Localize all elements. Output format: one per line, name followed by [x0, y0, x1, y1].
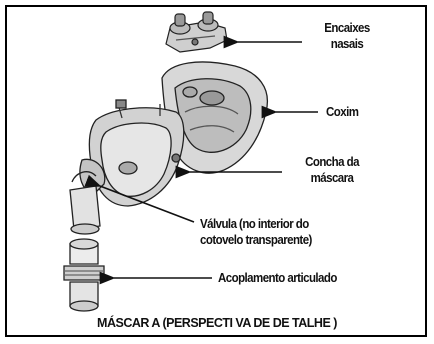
label-valve-line1: Válvula (no interior do — [200, 217, 309, 231]
label-mask-shell-line1: Concha da — [305, 155, 359, 169]
arrow-valve — [84, 174, 195, 223]
elbow-drawing — [69, 158, 106, 235]
label-nasal-inserts-line2: nasais — [330, 37, 364, 51]
label-nasal-inserts-line1: Encaixes — [324, 21, 370, 35]
mask-shell-drawing — [88, 99, 185, 207]
label-nasal-inserts: Encaixes nasais — [296, 20, 397, 52]
figure-caption: MÁSCAR A (PERSPECTI VA DE DE TALHE ) — [97, 316, 337, 330]
cushion-drawing — [161, 61, 268, 174]
swivel-drawing — [63, 238, 105, 312]
label-mask-shell-line2: máscara — [310, 171, 354, 185]
label-swivel: Acoplamento articulado — [218, 271, 337, 285]
label-mask-shell: Concha da máscara — [286, 154, 378, 186]
label-cushion: Coxim — [326, 105, 359, 119]
label-valve: Válvula (no interior do cotovelo transpa… — [200, 216, 312, 248]
label-valve-line2: cotovelo transparente) — [200, 233, 312, 247]
nasal-inserts-drawing — [165, 11, 228, 53]
